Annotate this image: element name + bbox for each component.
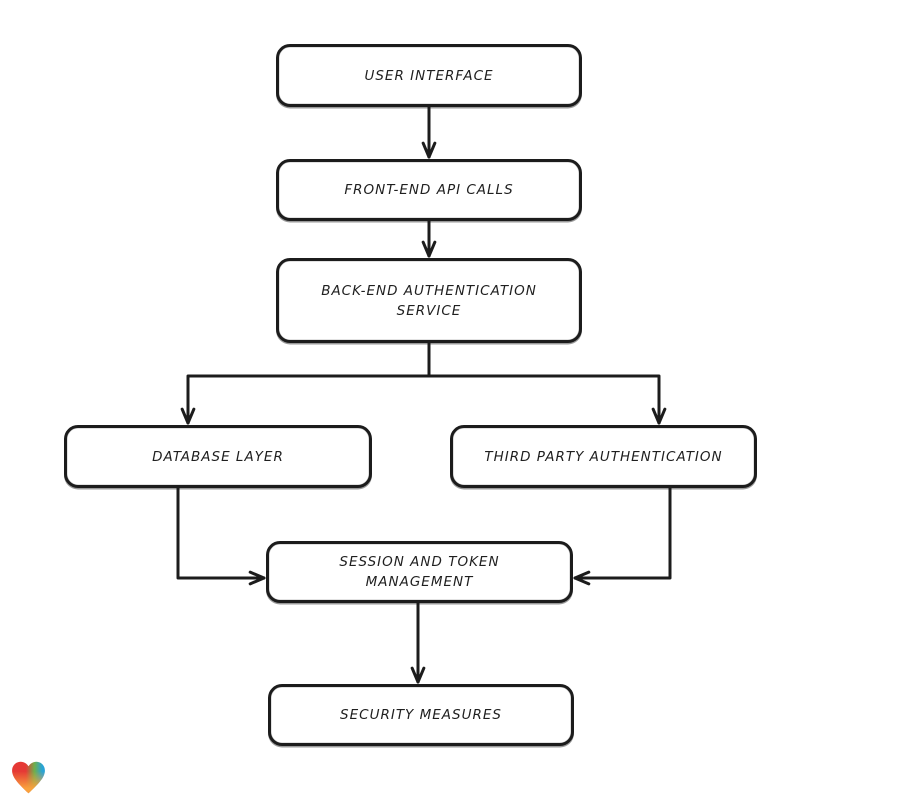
- arrowhead-back-end-service-to-third-party-authentication: [651, 407, 667, 425]
- edge-back-end-service-to-database-layer: [186, 341, 431, 425]
- node-label: BACK-END AUTHENTICATION: [321, 282, 537, 299]
- arrowhead-database-layer-to-session-management: [248, 570, 266, 586]
- node-back-end-authentication-service: BACK-END AUTHENTICATION SERVICE: [276, 258, 582, 343]
- node-label: USER INTERFACE: [364, 67, 494, 84]
- node-user-interface: USER INTERFACE: [276, 44, 582, 107]
- node-security-measures: SECURITY MEASURES: [268, 684, 574, 746]
- arrowhead-session-management-to-security-measures: [410, 666, 426, 684]
- node-database-layer: DATABASE LAYER: [64, 425, 372, 488]
- node-label: MANAGEMENT: [365, 574, 474, 590]
- heart-logo[interactable]: [10, 759, 47, 796]
- edge-back-end-service-to-third-party-authentication: [427, 374, 661, 425]
- edge-third-party-authentication-to-session-management: [573, 486, 672, 580]
- node-label: SERVICE: [396, 302, 462, 319]
- arrowhead-back-end-service-to-database-layer: [180, 407, 196, 425]
- node-front-end-api-calls: FRONT-END API CALLS: [276, 159, 582, 221]
- node-label: THIRD PARTY AUTHENTICATION: [484, 448, 723, 465]
- node-label: SESSION AND TOKEN: [339, 554, 500, 570]
- arrowhead-user-interface-to-front-end-api-calls: [421, 141, 437, 159]
- node-session-and-token-management: SESSION AND TOKEN MANAGEMENT: [266, 541, 573, 603]
- heart-shape-overlay: [12, 761, 45, 794]
- node-label: FRONT-END API CALLS: [344, 182, 514, 198]
- node-third-party-authentication: THIRD PARTY AUTHENTICATION: [450, 425, 757, 488]
- edge-database-layer-to-session-management: [176, 486, 266, 580]
- arrowhead-front-end-api-calls-to-back-end-service: [421, 240, 437, 258]
- node-label: SECURITY MEASURES: [340, 707, 502, 723]
- node-label: DATABASE LAYER: [152, 448, 284, 465]
- arrowhead-third-party-authentication-to-session-management: [573, 570, 591, 586]
